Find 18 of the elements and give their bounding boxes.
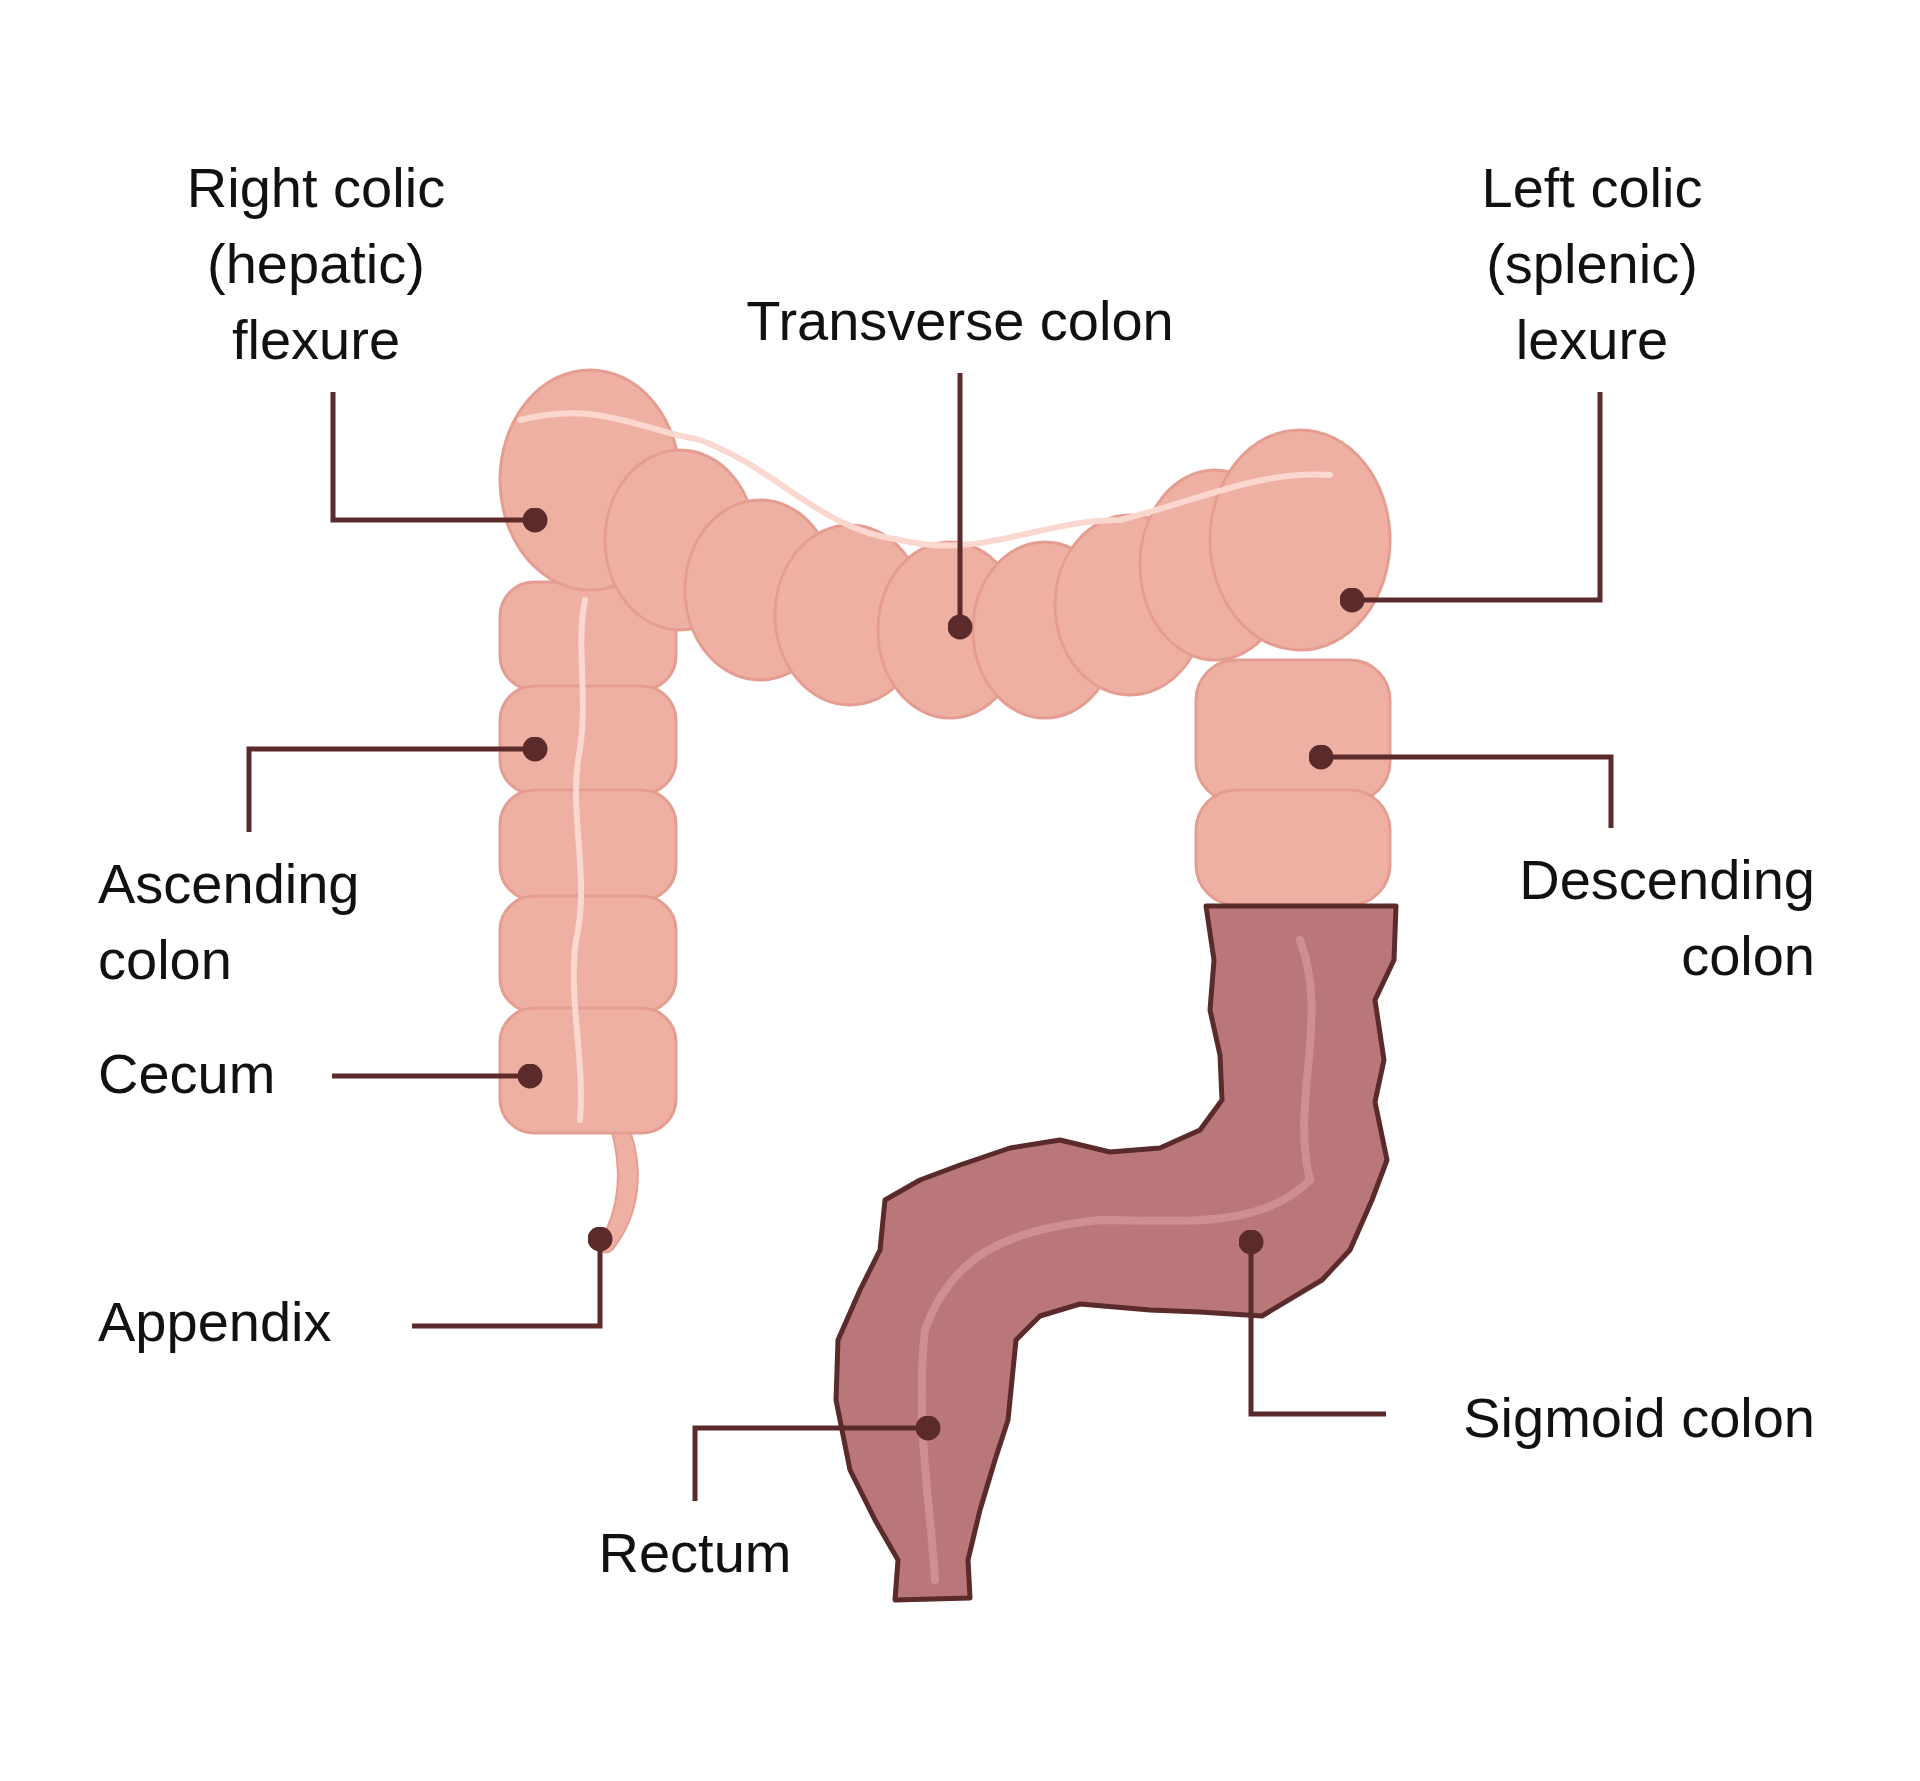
part-label: Descending colon (1518, 847, 1815, 989)
leader-line (947, 373, 973, 640)
leader-line (246, 736, 548, 832)
leader-line (1308, 744, 1614, 828)
leader-line (332, 1063, 543, 1089)
part-label: Ascending colon (98, 851, 361, 993)
leader-line (412, 1226, 613, 1329)
leader-line (692, 1415, 941, 1501)
leader-line (1238, 1229, 1386, 1417)
part-label: Sigmoid colon (1462, 1385, 1815, 1451)
part-label: Appendix (98, 1289, 333, 1355)
part-label: Rectum (597, 1520, 793, 1586)
leader-line (330, 392, 548, 533)
leader-line (1339, 392, 1603, 613)
part-label: Cecum (98, 1041, 277, 1107)
part-label: Left colic (splenic) lexure (1480, 155, 1704, 373)
part-label: Right colic (hepatic) flexure (185, 155, 447, 373)
part-label: Transverse colon (745, 288, 1175, 354)
